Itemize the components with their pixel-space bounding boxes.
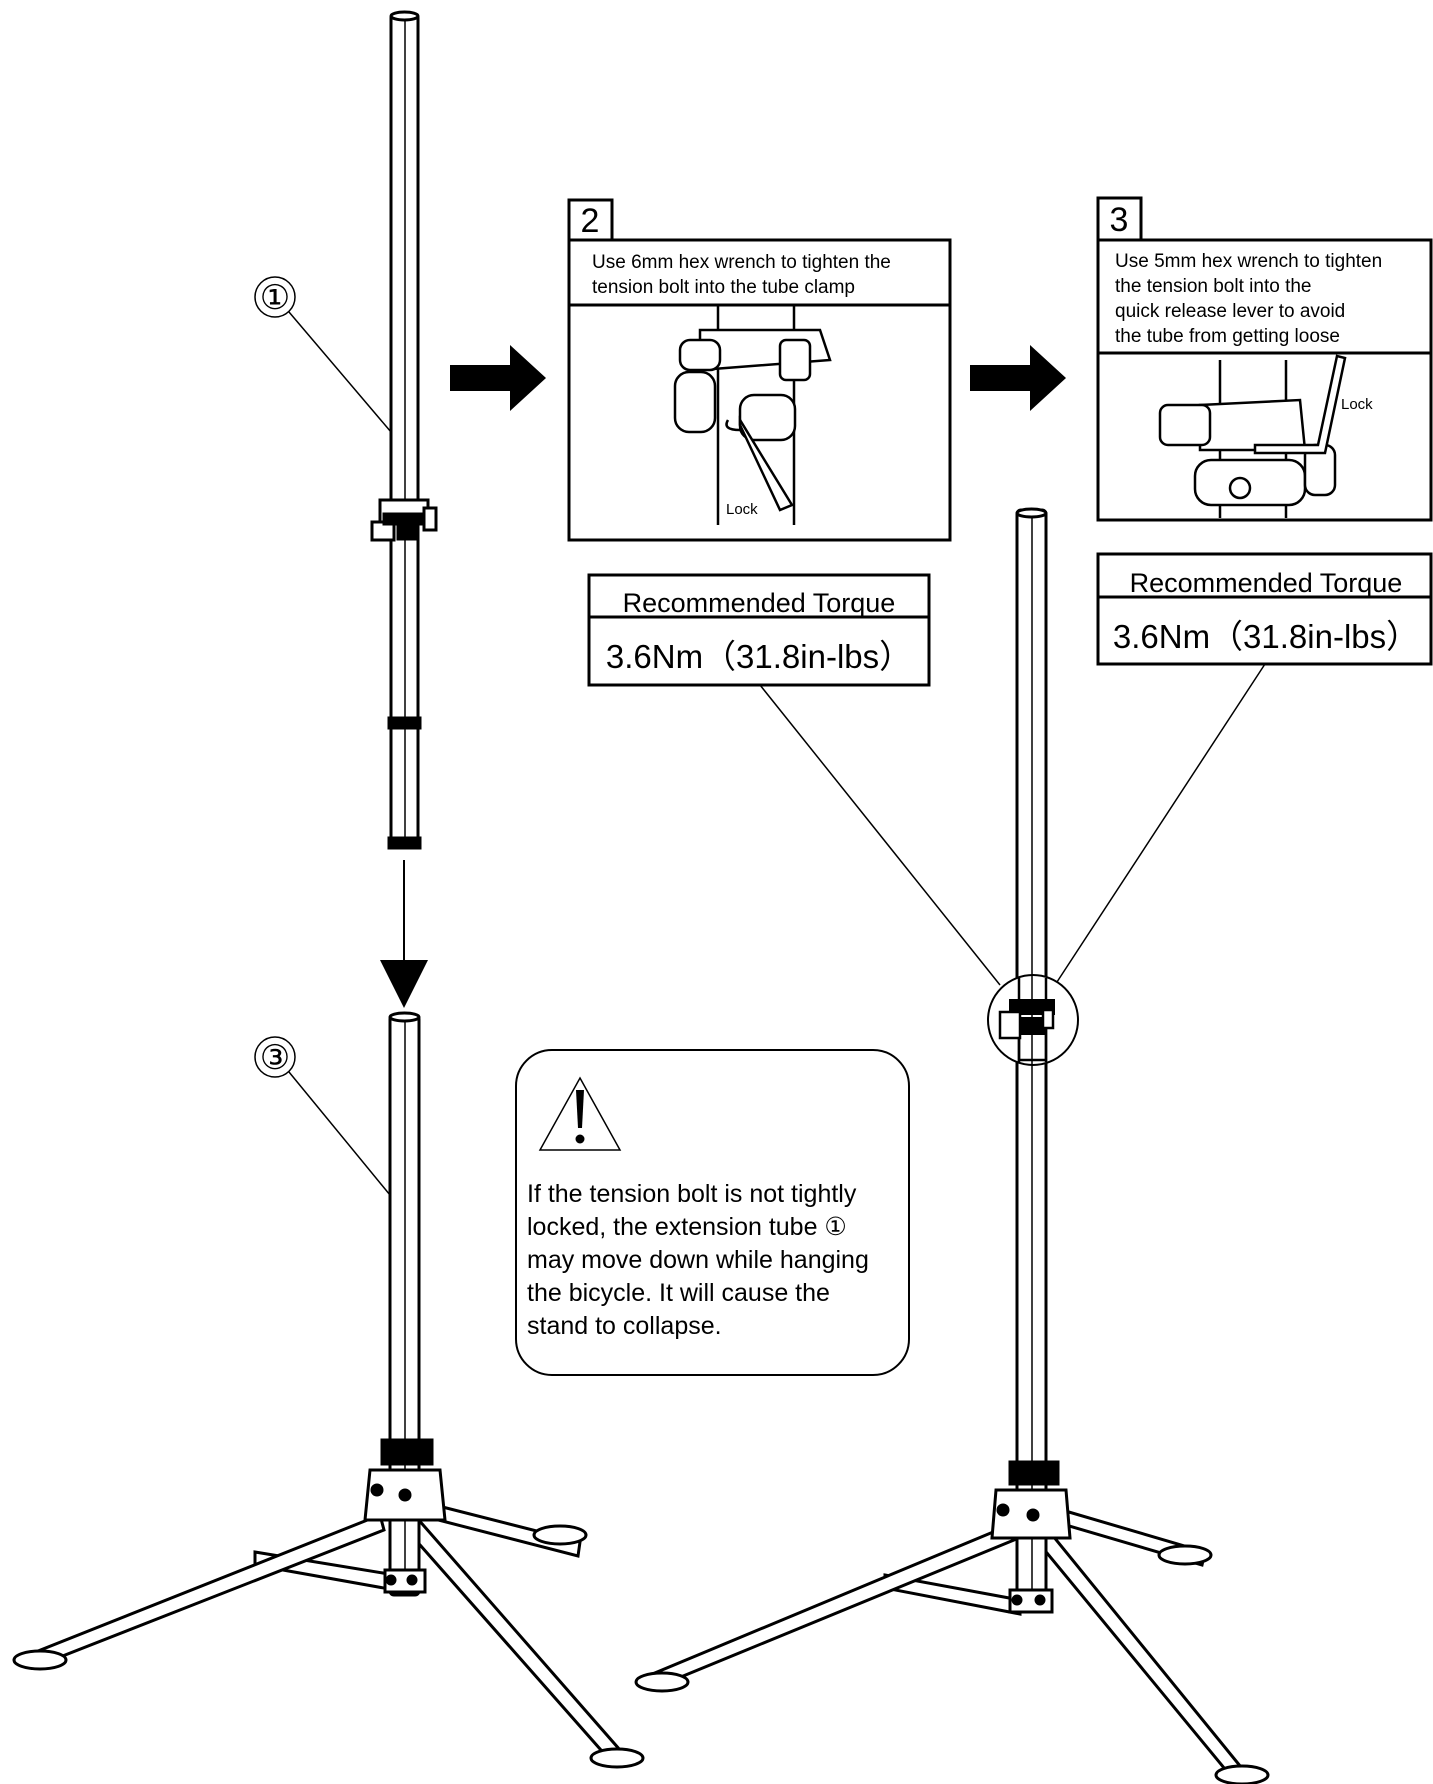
- step-2-torque-title: Recommended Torque: [623, 588, 896, 618]
- arrow-right-icon-2: [970, 345, 1066, 411]
- part-1-number: ①: [260, 279, 290, 317]
- arrow-right-icon: [450, 345, 546, 411]
- step-3-instruction-line2: the tension bolt into the: [1115, 276, 1311, 297]
- warning-text: If the tension bolt is not tightly locke…: [527, 1180, 869, 1340]
- quick-release-detail: [1158, 354, 1347, 518]
- clamp-highlight-circle: [987, 974, 1079, 1066]
- step-3-lock-label: Lock: [1341, 396, 1373, 413]
- step-3-instruction-line4: the tube from getting loose: [1115, 326, 1340, 347]
- step-2-torque-value: 3.6Nm（31.8in-lbs）: [606, 638, 912, 675]
- assembled-stand-right: [634, 507, 1270, 1784]
- step-3-number: 3: [1110, 201, 1129, 239]
- step-3-torque-title: Recommended Torque: [1130, 568, 1403, 598]
- down-arrow-icon: [380, 860, 428, 1008]
- step-2-number: 2: [581, 202, 600, 240]
- step-2-instruction-line2: tension bolt into the tube clamp: [592, 277, 855, 298]
- part-1-callout: ①: [254, 276, 392, 433]
- step-3-instruction-line1: Use 5mm hex wrench to tighten: [1115, 251, 1382, 272]
- warning-triangle-icon: [538, 1076, 622, 1151]
- tube-clamp-detail: [673, 305, 832, 525]
- step-2-panel: 2 Use 6mm hex wrench to tighten the tens…: [567, 198, 1001, 986]
- step-3-panel: 3 Use 5mm hex wrench to tighten the tens…: [1054, 196, 1433, 986]
- extension-tube: [370, 10, 438, 850]
- warning-box: [515, 1049, 910, 1376]
- step-3-instruction-line3: quick release lever to avoid: [1115, 301, 1345, 322]
- step-2-lock-label: Lock: [726, 501, 758, 518]
- base-stand-left: [12, 1011, 645, 1769]
- part-3-callout: ③: [254, 1036, 391, 1196]
- step-2-instruction-line1: Use 6mm hex wrench to tighten the: [592, 252, 891, 273]
- step-3-torque-value: 3.6Nm（31.8in-lbs）: [1113, 618, 1419, 655]
- part-3-number: ③: [260, 1039, 290, 1077]
